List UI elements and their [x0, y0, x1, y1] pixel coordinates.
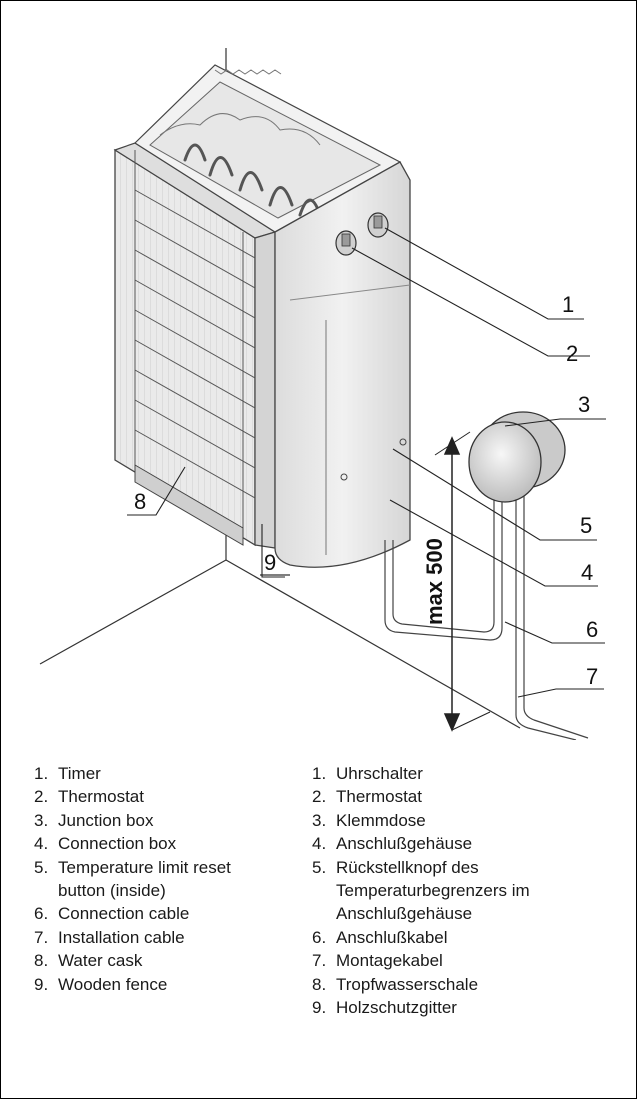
- callout-5: 5: [580, 513, 592, 538]
- legend-item: 1.Uhrschalter: [312, 764, 423, 783]
- legend-item: 9.Holzschutzgitter: [312, 998, 457, 1018]
- callout-1: 1: [562, 292, 574, 317]
- callout-3: 3: [578, 392, 590, 417]
- legend-item: 4.Anschlußgehäuse: [312, 834, 473, 854]
- legend-german: 1.Uhrschalter 2.Thermostat 3.Klemmdose 4…: [312, 762, 632, 1019]
- junction-box: [468, 411, 566, 503]
- legend-item: 7.Installation cable: [34, 927, 185, 947]
- thermostat-knob: [335, 230, 357, 256]
- legend-item: 2.Thermostat: [312, 787, 422, 807]
- legend-item: 6.Connection cable: [34, 904, 190, 924]
- legend-item: 7.Montagekabel: [312, 951, 443, 971]
- legend-item: 4.Connection box: [34, 834, 177, 854]
- timer-knob: [367, 212, 389, 238]
- callout-2: 2: [566, 341, 578, 366]
- legend-item: 1.Timer: [34, 764, 101, 783]
- callout-6: 6: [586, 617, 598, 642]
- leader-lines: [127, 227, 606, 698]
- callout-7: 7: [586, 664, 598, 689]
- legend-item: 3.Klemmdose: [312, 810, 426, 830]
- legend-item: 5.Temperature limit reset button (inside…: [34, 857, 231, 901]
- legend-item: 8.Water cask: [34, 951, 143, 971]
- callout-8: 8: [134, 489, 146, 514]
- legend-item: 9.Wooden fence: [34, 974, 168, 994]
- callout-9: 9: [264, 550, 276, 575]
- dimension-arrow: [434, 431, 491, 732]
- callout-4: 4: [581, 560, 593, 585]
- cables: [384, 480, 589, 740]
- legend-english: 1.Timer 2.Thermostat 3.Junction box 4.Co…: [34, 762, 314, 996]
- heater-diagram: max 500 1 2 3 4 5 6 7 8 9: [39, 48, 606, 740]
- legend-item: 2.Thermostat: [34, 787, 144, 807]
- legend-item: 5.Rückstellknopf des Temperaturbegrenzer…: [312, 857, 530, 924]
- legend-item: 8.Tropfwasserschale: [312, 974, 479, 994]
- dimension-label: max 500: [422, 538, 447, 625]
- legend-item: 6.Anschlußkabel: [312, 927, 448, 947]
- legend-item: 3.Junction box: [34, 810, 154, 830]
- heater-body: [113, 64, 411, 568]
